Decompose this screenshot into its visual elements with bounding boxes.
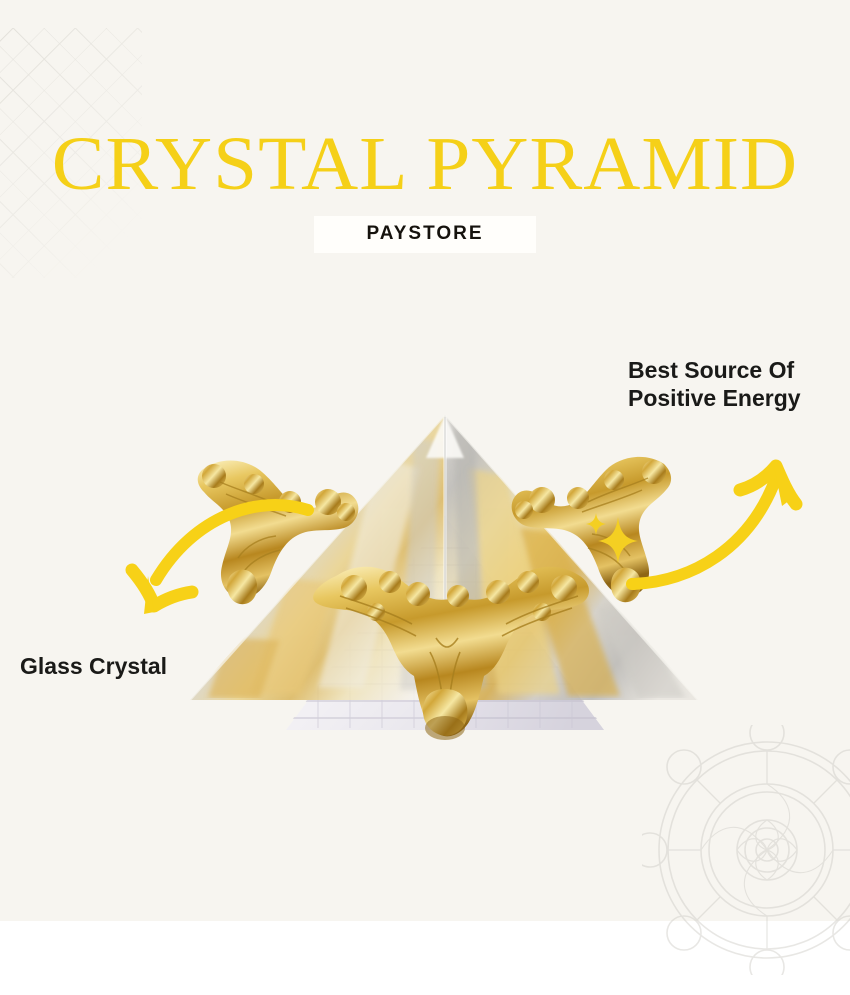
brand-badge: PAYSTORE xyxy=(314,216,536,253)
product-image-crystal-pyramid xyxy=(189,414,698,740)
brand-badge-container: PAYSTORE xyxy=(0,216,850,253)
stand-leg-front xyxy=(313,566,589,740)
page-title: CRYSTAL PYRAMID xyxy=(51,122,799,206)
callout-glass-crystal: Glass Crystal xyxy=(20,652,167,680)
callout-positive-energy-line1: Best Source Of xyxy=(628,357,795,383)
callout-positive-energy-line2: Positive Energy xyxy=(628,385,801,412)
callout-glass-crystal-line1: Glass Crystal xyxy=(20,653,168,679)
callout-positive-energy: Best Source Of Positive Energy xyxy=(628,356,801,412)
